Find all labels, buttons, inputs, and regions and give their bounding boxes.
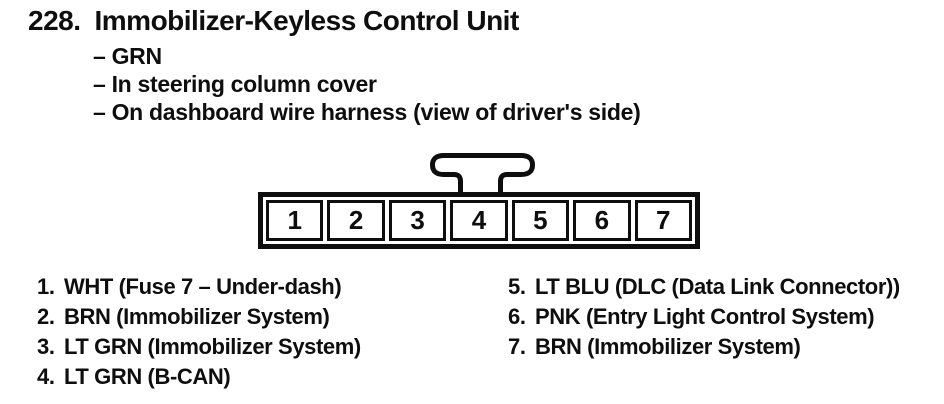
legend-pin-desc: BRN (Immobilizer System)	[64, 304, 330, 329]
pin-legend-left: 1. WHT (Fuse 7 – Under-dash) 2. BRN (Imm…	[37, 272, 361, 392]
legend-row: 2. BRN (Immobilizer System)	[37, 302, 361, 332]
legend-pin-desc: LT GRN (B-CAN)	[64, 364, 231, 389]
legend-pin-desc: BRN (Immobilizer System)	[535, 334, 801, 359]
pin-cell-6: 6	[573, 200, 631, 241]
legend-row: 4. LT GRN (B-CAN)	[37, 362, 361, 392]
section-title: Immobilizer-Keyless Control Unit	[94, 5, 520, 36]
pin-cell-3: 3	[388, 200, 447, 241]
legend-row: 5. LT BLU (DLC (Data Link Connector))	[508, 272, 900, 302]
connector-body: 1 2 3 4 5 6 7	[258, 192, 700, 249]
legend-pin-number: 3.	[37, 334, 55, 359]
legend-pin-number: 6.	[508, 304, 526, 329]
legend-pin-number: 2.	[37, 304, 55, 329]
legend-row: 1. WHT (Fuse 7 – Under-dash)	[37, 272, 361, 302]
pin-cell-7: 7	[634, 200, 692, 241]
legend-row: 3. LT GRN (Immobilizer System)	[37, 332, 361, 362]
pin-cell-5: 5	[511, 200, 570, 241]
legend-row: 7. BRN (Immobilizer System)	[508, 332, 900, 362]
attribute-line: – In steering column cover	[93, 71, 377, 97]
pin-legend-right: 5. LT BLU (DLC (Data Link Connector)) 6.…	[508, 272, 900, 362]
connector-lock-tab-icon	[429, 153, 536, 198]
legend-pin-desc: LT GRN (Immobilizer System)	[64, 334, 361, 359]
pin-cell-2: 2	[327, 200, 385, 241]
legend-pin-number: 5.	[508, 274, 526, 299]
attribute-line: – GRN	[93, 43, 162, 69]
pin-cell-1: 1	[266, 200, 324, 241]
attribute-list: – GRN – In steering column cover – On da…	[93, 42, 641, 126]
attribute-line: – On dashboard wire harness (view of dri…	[93, 99, 641, 125]
legend-pin-desc: WHT (Fuse 7 – Under-dash)	[64, 274, 342, 299]
pin-cell-4: 4	[450, 200, 508, 241]
legend-pin-desc: LT BLU (DLC (Data Link Connector))	[535, 274, 900, 299]
legend-pin-number: 4.	[37, 364, 55, 389]
section-number: 228.	[28, 5, 81, 36]
legend-row: 6. PNK (Entry Light Control System)	[508, 302, 900, 332]
legend-pin-number: 1.	[37, 274, 55, 299]
section-header: 228. Immobilizer-Keyless Control Unit	[28, 6, 519, 36]
legend-pin-number: 7.	[508, 334, 526, 359]
legend-pin-desc: PNK (Entry Light Control System)	[535, 304, 875, 329]
